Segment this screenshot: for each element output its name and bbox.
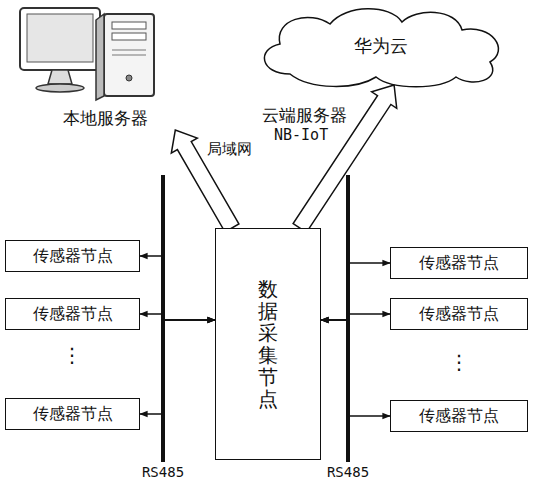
monitor-frame bbox=[20, 8, 100, 70]
bus-label: RS485 bbox=[325, 464, 371, 480]
bus-connector bbox=[321, 263, 390, 320]
monitor-stand bbox=[48, 70, 72, 84]
bus-connector bbox=[140, 314, 215, 320]
server-caption: 云端服务器 bbox=[262, 104, 347, 127]
sensor-name: 传感器节点 bbox=[419, 304, 499, 325]
edge-label: 局域网 bbox=[205, 140, 254, 159]
server-icon-node: 本地服务器 bbox=[10, 2, 200, 130]
bus-connector bbox=[321, 314, 390, 320]
sensor-box: 传感器节点 bbox=[390, 247, 528, 279]
ellipsis-mark: ⋮ bbox=[60, 343, 84, 367]
cloud-shape bbox=[264, 9, 498, 87]
bus-label: RS485 bbox=[140, 464, 186, 480]
sensor-name: 传感器节点 bbox=[419, 253, 499, 274]
collector-name: 数据采集节点 bbox=[258, 278, 278, 410]
sensor-box: 传感器节点 bbox=[5, 298, 140, 330]
tower-side bbox=[96, 14, 104, 100]
sensor-name: 传感器节点 bbox=[33, 246, 113, 267]
server-caption: 本地服务器 bbox=[63, 107, 148, 130]
computer-icon bbox=[20, 8, 154, 100]
server-tower bbox=[104, 14, 154, 96]
ellipsis-mark: ⋮ bbox=[447, 350, 471, 374]
collector-box: 数据采集节点 bbox=[215, 228, 321, 460]
drive-slot bbox=[112, 22, 146, 29]
cloud-node: 华为云云端服务器 bbox=[250, 4, 512, 88]
sensor-name: 传感器节点 bbox=[33, 304, 113, 325]
cloud-name: 华为云 bbox=[354, 34, 408, 58]
edge-label: NB-IoT bbox=[272, 126, 330, 144]
sensor-box: 传感器节点 bbox=[390, 298, 528, 330]
tower-line bbox=[112, 55, 146, 56]
bus-connector bbox=[140, 320, 215, 414]
monitor-screen bbox=[27, 14, 93, 62]
sensor-box: 传感器节点 bbox=[5, 398, 140, 430]
power-button bbox=[126, 75, 132, 81]
tower-line bbox=[112, 50, 146, 51]
sensor-name: 传感器节点 bbox=[33, 404, 113, 425]
sensor-box: 传感器节点 bbox=[390, 400, 528, 432]
bus-connector bbox=[321, 320, 390, 416]
drive-slot bbox=[112, 33, 146, 40]
sensor-box: 传感器节点 bbox=[5, 240, 140, 272]
sensor-name: 传感器节点 bbox=[419, 406, 499, 427]
bus-connector bbox=[140, 256, 215, 320]
monitor-base bbox=[36, 84, 84, 92]
